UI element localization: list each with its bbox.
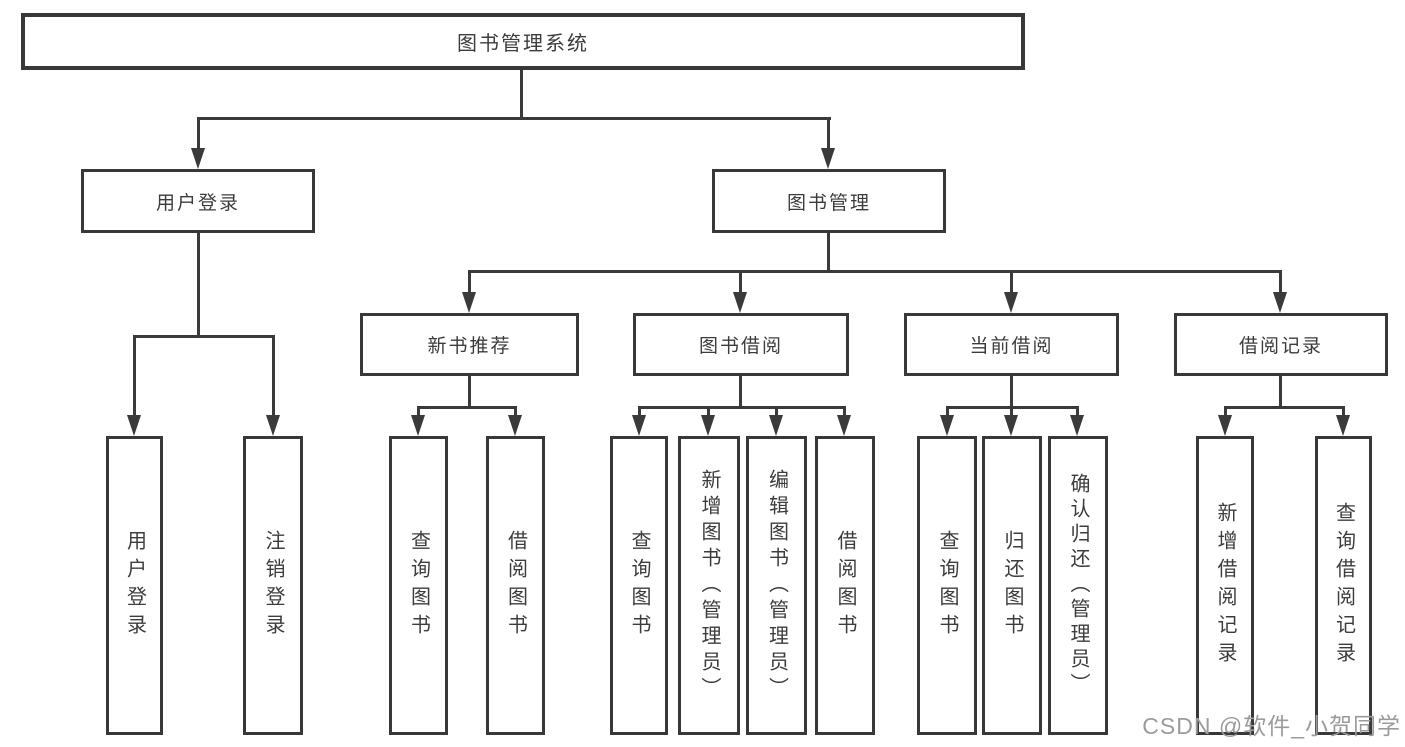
arrow-down-icon xyxy=(462,292,476,313)
connector-line xyxy=(468,270,1282,273)
arrow-down-icon xyxy=(127,415,141,436)
arrow-down-icon xyxy=(701,415,715,436)
node-new-book-recommend: 新书推荐 xyxy=(360,313,579,376)
connector-line xyxy=(133,335,275,338)
connector-line xyxy=(827,233,830,273)
connector-line xyxy=(417,406,517,409)
leaf-add-books-admin: 新增图书（管理员） xyxy=(678,436,740,735)
leaf-return-books: 归还图书 xyxy=(982,436,1042,735)
connector-line xyxy=(197,233,200,337)
connector-line xyxy=(739,270,742,294)
arrow-down-icon xyxy=(821,148,835,169)
arrow-down-icon xyxy=(1336,415,1350,436)
arrow-down-icon xyxy=(1070,415,1084,436)
connector-line xyxy=(1279,270,1282,294)
connector-line xyxy=(707,406,710,418)
node-book-borrow: 图书借阅 xyxy=(633,313,849,376)
leaf-edit-books-admin: 编辑图书（管理员） xyxy=(746,436,807,735)
arrow-down-icon xyxy=(1218,415,1232,436)
leaf-query-books-recommend: 查询图书 xyxy=(389,436,448,735)
connector-line xyxy=(775,406,778,418)
connector-line xyxy=(1010,376,1013,408)
leaf-query-borrow-record: 查询借阅记录 xyxy=(1315,436,1372,735)
connector-line xyxy=(638,406,846,409)
connector-line xyxy=(827,117,830,149)
leaf-confirm-return-admin: 确认归还（管理员） xyxy=(1048,436,1108,735)
arrow-down-icon xyxy=(1004,292,1018,313)
connector-line xyxy=(1076,406,1079,418)
connector-line xyxy=(468,270,471,294)
connector-line xyxy=(1224,406,1227,418)
connector-line xyxy=(133,335,136,417)
connector-line xyxy=(272,335,275,417)
connector-line xyxy=(197,117,831,120)
csdn-watermark: CSDN @软件_小贺同学 xyxy=(1142,713,1401,739)
connector-line xyxy=(468,376,471,408)
connector-line xyxy=(843,406,846,418)
connector-line xyxy=(739,376,742,408)
connector-line xyxy=(417,406,420,418)
arrow-down-icon xyxy=(191,148,205,169)
connector-line xyxy=(1279,376,1282,408)
connector-line xyxy=(946,406,949,418)
arrow-down-icon xyxy=(837,415,851,436)
node-book-management: 图书管理 xyxy=(712,169,946,233)
arrow-down-icon xyxy=(411,415,425,436)
leaf-add-borrow-record: 新增借阅记录 xyxy=(1196,436,1254,735)
leaf-user-login: 用户登录 xyxy=(106,436,163,735)
arrow-down-icon xyxy=(508,415,522,436)
node-current-borrow: 当前借阅 xyxy=(904,313,1119,376)
leaf-logout: 注销登录 xyxy=(243,436,303,735)
arrow-down-icon xyxy=(1004,415,1018,436)
leaf-query-books-borrow: 查询图书 xyxy=(610,436,668,735)
arrow-down-icon xyxy=(733,292,747,313)
arrow-down-icon xyxy=(1273,292,1287,313)
connector-line xyxy=(1342,406,1345,418)
connector-line xyxy=(1224,406,1344,409)
arrow-down-icon xyxy=(266,415,280,436)
connector-line xyxy=(638,406,641,418)
arrow-down-icon xyxy=(632,415,646,436)
node-root-system: 图书管理系统 xyxy=(21,13,1025,70)
node-borrow-records: 借阅记录 xyxy=(1174,313,1388,376)
connector-line xyxy=(514,406,517,418)
leaf-borrow-books-recommend: 借阅图书 xyxy=(486,436,545,735)
connector-line xyxy=(520,70,523,118)
connector-line xyxy=(197,117,200,149)
node-user-login: 用户登录 xyxy=(81,169,315,233)
leaf-borrow-books: 借阅图书 xyxy=(815,436,875,735)
connector-line xyxy=(1010,406,1013,418)
arrow-down-icon xyxy=(940,415,954,436)
leaf-query-books-current: 查询图书 xyxy=(917,436,977,735)
connector-line xyxy=(1010,270,1013,294)
arrow-down-icon xyxy=(769,415,783,436)
